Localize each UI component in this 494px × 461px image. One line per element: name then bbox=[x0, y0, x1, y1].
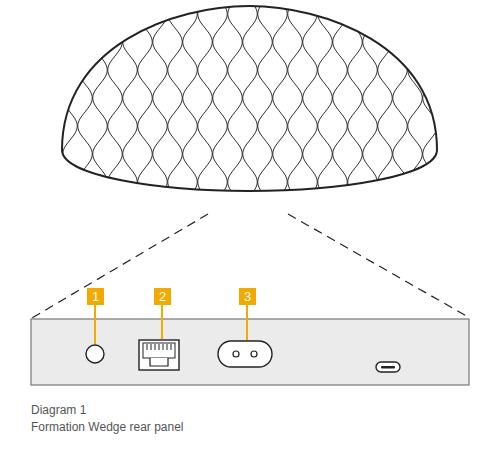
mesh-strand bbox=[228, 0, 243, 200]
callout-number: 2 bbox=[154, 288, 171, 305]
mesh-strand bbox=[393, 0, 408, 200]
mesh-strand bbox=[438, 0, 453, 200]
mesh-strand bbox=[63, 0, 78, 200]
zoom-line bbox=[288, 214, 470, 318]
zoom-line bbox=[32, 214, 208, 318]
mesh-strand bbox=[363, 0, 378, 200]
mesh-strand bbox=[288, 0, 303, 200]
diagram-caption: Formation Wedge rear panel bbox=[31, 420, 184, 435]
mesh-strand bbox=[333, 0, 348, 200]
mesh-strand bbox=[183, 0, 198, 200]
mesh-strand bbox=[423, 0, 438, 200]
ethernet-port bbox=[139, 340, 179, 370]
mesh-strand bbox=[258, 0, 273, 200]
speaker-mesh bbox=[33, 0, 483, 200]
mesh-strand bbox=[108, 0, 123, 200]
mesh-strand bbox=[318, 0, 333, 200]
rear-panel bbox=[31, 319, 469, 385]
mesh-strand bbox=[273, 0, 288, 200]
leader-line bbox=[95, 305, 247, 344]
mesh-strand bbox=[303, 0, 318, 200]
callout-number: 1 bbox=[87, 288, 104, 305]
mesh-strand bbox=[123, 0, 138, 200]
usb-c-port bbox=[376, 362, 400, 372]
mesh-strand bbox=[453, 0, 468, 200]
diagram-title: Diagram 1 bbox=[31, 403, 86, 418]
speaker-dome bbox=[62, 6, 437, 191]
mesh-strand bbox=[198, 0, 213, 200]
callout-number: 3 bbox=[239, 288, 256, 305]
mesh-strand bbox=[93, 0, 108, 200]
mesh-strand bbox=[153, 0, 168, 200]
mesh-strand bbox=[378, 0, 393, 200]
mesh-strand bbox=[243, 0, 258, 200]
mesh-strand bbox=[468, 0, 483, 200]
mesh-strand bbox=[48, 0, 63, 200]
reset-button bbox=[86, 345, 104, 363]
mesh-strand bbox=[33, 0, 48, 200]
mesh-strand bbox=[168, 0, 183, 200]
power-socket bbox=[218, 341, 272, 367]
mesh-strand bbox=[213, 0, 228, 200]
